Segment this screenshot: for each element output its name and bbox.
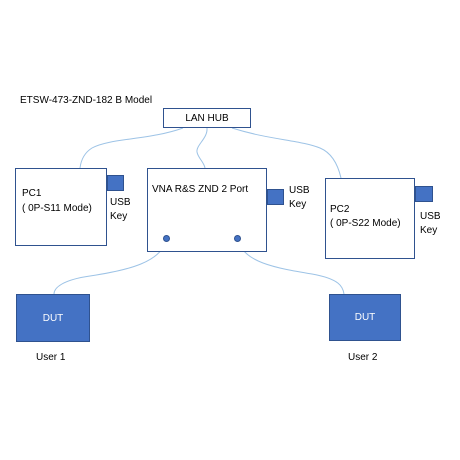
pc2-usb-label-1: USB [420,211,441,222]
pc1-usb-label-2: Key [110,211,128,222]
lan-hub-label: LAN HUB [185,112,229,124]
port2-to-dut2-line [237,239,345,295]
pc2-usb-label-2: Key [420,225,438,236]
pc2-box: PC2 ( 0P-S22 Mode) [325,178,415,259]
hub-to-vna-line [196,127,208,169]
dut-1-label: DUT [42,312,64,324]
vna-usb-label-2: Key [289,199,307,210]
user-1-label: User 1 [36,352,66,363]
vna-label: VNA R&S ZND 2 Port [152,184,249,195]
lan-hub-box: LAN HUB [163,108,251,128]
port1-to-dut1-line [53,239,168,295]
pc2-mode: ( 0P-S22 Mode) [330,218,401,229]
dut-2-label: DUT [354,312,376,323]
vna-usb-label-1: USB [289,185,310,196]
pc1-name: PC1 [22,188,42,199]
vna-port-1 [163,235,170,242]
pc2-name: PC2 [330,204,350,215]
pc1-usb-label-1: USB [110,197,131,208]
user-2-label: User 2 [348,352,378,363]
pc1-mode: ( 0P-S11 Mode) [22,203,92,214]
hub-to-pc2-line [231,127,342,179]
dut-2-box: DUT [329,294,401,341]
pc1-box: PC1 ( 0P-S11 Mode) [15,168,107,246]
dut-1-box: DUT [16,294,90,342]
hub-to-pc1-line [79,127,184,169]
vna-port-2 [234,235,241,242]
pc1-usb-key [107,175,124,191]
vna-usb-key [267,189,284,205]
pc2-usb-key [415,186,433,202]
diagram-title: ETSW-473-ZND-182 B Model [20,95,153,106]
